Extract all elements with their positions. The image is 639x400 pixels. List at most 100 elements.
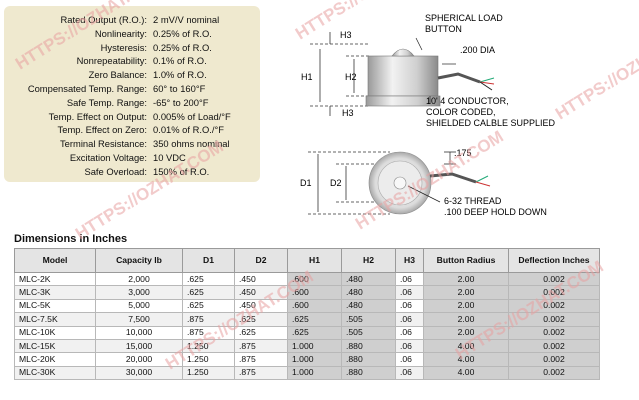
spec-value: 0.005% of Load/°F	[153, 110, 231, 122]
table-cell: .600	[287, 271, 342, 287]
column-header: D1	[182, 248, 235, 273]
table-cell: .880	[341, 338, 396, 354]
table-cell: 1.250	[182, 338, 235, 354]
table-cell: .06	[395, 352, 424, 367]
spec-row: Hysteresis:0.25% of R.O.	[4, 41, 260, 54]
table-cell: .480	[341, 298, 396, 314]
spec-value: 10 VDC	[153, 152, 186, 163]
table-cell: 0.002	[508, 365, 600, 381]
table-cell: 10,000	[95, 325, 183, 340]
table-cell: .06	[395, 312, 424, 327]
table-cell: .625	[287, 325, 342, 340]
table-cell: MLC-5K	[14, 298, 96, 314]
table-cell: .06	[395, 325, 424, 340]
thread-label-1: 6-32 THREAD	[444, 196, 502, 206]
table-cell: 2,000	[95, 271, 183, 287]
spec-row: Temp. Effect on Zero: 0.01% of R.O./°F	[4, 123, 260, 136]
table-cell: .06	[395, 285, 424, 300]
column-header: D2	[234, 248, 288, 273]
table-cell: .625	[234, 325, 288, 340]
spec-value: 150% of R.O.	[153, 165, 210, 177]
spec-label: Nonrepeatability:	[76, 55, 147, 67]
table-cell: 30,000	[95, 365, 183, 381]
spec-row: Nonlinearity:0.25% of R.O.	[4, 27, 260, 40]
spec-value: 0.01% of R.O./°F	[153, 124, 224, 136]
spec-label: Safe Overload:	[84, 165, 147, 177]
table-cell: .880	[341, 352, 396, 367]
spec-row: Temp. Effect on Output: 0.005% of Load/°F	[4, 110, 260, 123]
table-cell: 2.00	[423, 271, 509, 287]
table-cell: MLC-2K	[14, 271, 96, 287]
table-cell: 4.00	[423, 365, 509, 381]
column-header: H1	[287, 248, 342, 273]
d1-label: D1	[300, 178, 312, 188]
table-cell: .625	[182, 271, 235, 287]
table-cell: 7,500	[95, 312, 183, 327]
spec-row: Rated Output (R.O.):2 mV/V nominal	[4, 13, 260, 26]
table-cell: .505	[341, 325, 396, 340]
table-cell: .450	[234, 298, 288, 314]
table-cell: 5,000	[95, 298, 183, 314]
cable-label-3: SHIELDED CALBLE SUPPLIED	[426, 118, 556, 128]
table-cell: MLC-3K	[14, 285, 96, 300]
table-cell: 3,000	[95, 285, 183, 300]
table-cell: .480	[341, 271, 396, 287]
table-cell: .505	[341, 312, 396, 327]
table-cell: 0.002	[508, 338, 600, 354]
table-cell: .450	[234, 271, 288, 287]
spec-label: Compensated Temp. Range:	[27, 83, 147, 94]
table-cell: 0.002	[508, 285, 600, 300]
spec-label: Temp. Effect on Output:	[48, 110, 147, 122]
spherical-button-label-2: BUTTON	[425, 24, 462, 34]
table-cell: 0.002	[508, 325, 600, 340]
table-cell: MLC-10K	[14, 325, 96, 340]
table-cell: MLC-30K	[14, 365, 96, 381]
dimensions-title: Dimensions in Inches	[14, 233, 128, 245]
table-cell: .875	[234, 338, 288, 354]
table-cell: .875	[182, 325, 235, 340]
table-cell: .600	[287, 298, 342, 314]
thread-label-2: .100 DEEP HOLD DOWN	[444, 207, 547, 217]
table-cell: 2.00	[423, 285, 509, 300]
cable-label-2: COLOR CODED,	[426, 107, 496, 117]
spec-label: Temp. Effect on Zero:	[57, 124, 147, 136]
spec-value: 0.1% of R.O.	[153, 55, 207, 67]
spec-value: 60° to 160°F	[153, 83, 206, 94]
spec-label: Nonlinearity:	[94, 27, 147, 39]
table-cell: 1.250	[182, 365, 235, 381]
table-cell: 2.00	[423, 298, 509, 314]
table-cell: 4.00	[423, 352, 509, 367]
spec-value: 1.0% of R.O.	[153, 69, 207, 81]
cable-label-1: 10' 4 CONDUCTOR,	[426, 96, 509, 106]
table-cell: 1.000	[287, 365, 342, 381]
table-cell: MLC-15K	[14, 338, 96, 354]
spec-row: Compensated Temp. Range: 60° to 160°F	[4, 82, 260, 95]
table-cell: 0.002	[508, 271, 600, 287]
load-cell-drawing: H3 H1 H2 H3 SPHERICAL LOAD BUTTON .200 D…	[300, 13, 556, 217]
table-cell: .450	[234, 285, 288, 300]
spec-label: Excitation Voltage:	[69, 152, 147, 163]
column-header: Button Radius	[423, 248, 509, 273]
table-cell: 1.000	[287, 338, 342, 354]
column-header: H2	[341, 248, 396, 273]
table-cell: 0.002	[508, 298, 600, 314]
column-header: H3	[395, 248, 424, 273]
spec-value: 2 mV/V nominal	[153, 14, 220, 25]
spec-value: 350 ohms nominal	[153, 138, 230, 150]
h1-label: H1	[301, 72, 313, 82]
d2-label: D2	[330, 178, 342, 188]
spec-row: Safe Overload: 150% of R.O.	[4, 165, 260, 178]
column-header: Capacity lb	[95, 248, 183, 273]
table-cell: MLC-20K	[14, 352, 96, 367]
dim-175-label: .175	[454, 148, 472, 158]
table-cell: .875	[234, 352, 288, 367]
table-cell: .625	[234, 312, 288, 327]
